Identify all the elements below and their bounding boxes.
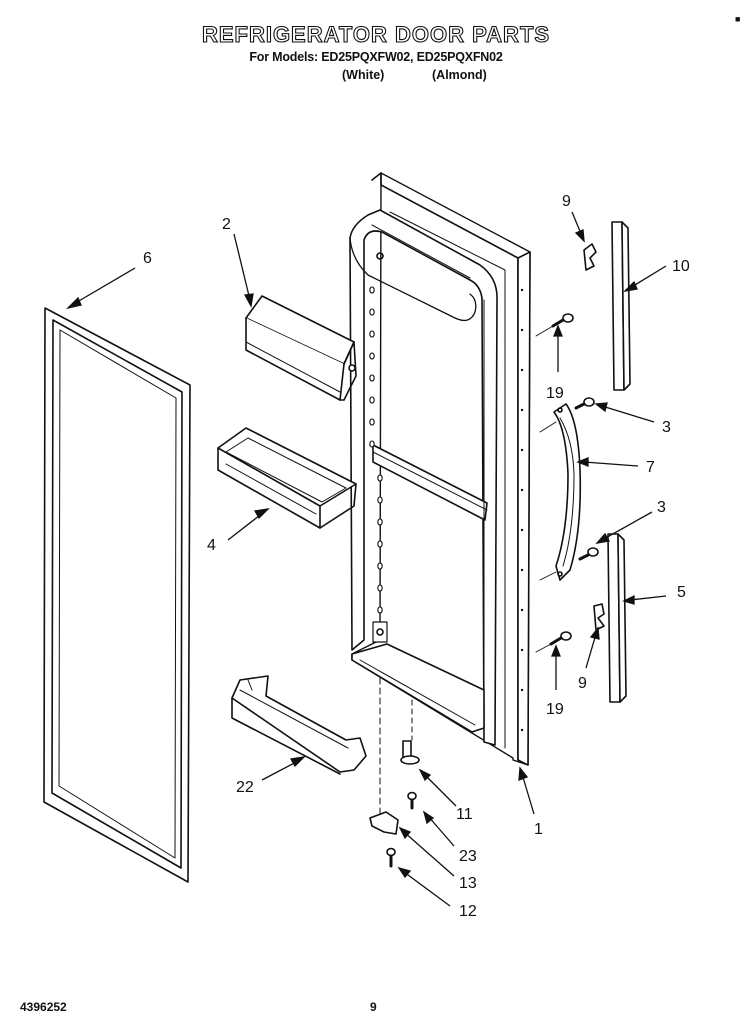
screw-3-lower bbox=[578, 547, 599, 561]
part-hinge-pin bbox=[400, 740, 420, 765]
part-trim-upper bbox=[611, 221, 631, 391]
callout-12: 12 bbox=[459, 903, 477, 920]
part-shelf-rail bbox=[231, 675, 367, 775]
callout-4: 4 bbox=[207, 537, 216, 554]
screw-19-upper bbox=[551, 313, 574, 328]
callout-5: 5 bbox=[677, 584, 686, 601]
callout-22: 22 bbox=[236, 779, 254, 796]
screw-19-lower bbox=[549, 631, 572, 646]
callout-3-lower: 3 bbox=[657, 499, 666, 516]
callout-6: 6 bbox=[143, 250, 152, 267]
registration-mark: ■ bbox=[735, 14, 741, 24]
callout-19-upper: 19 bbox=[546, 385, 564, 402]
callout-10: 10 bbox=[672, 258, 690, 275]
variant-label-white: (White) bbox=[342, 68, 385, 82]
callout-23: 23 bbox=[459, 848, 477, 865]
part-trim-clip-upper bbox=[583, 243, 597, 271]
part-screw-12 bbox=[386, 847, 396, 868]
model-numbers: For Models: ED25PQXFW02, ED25PQXFN02 bbox=[249, 50, 503, 64]
document-number: 4396252 bbox=[20, 1000, 67, 1014]
callout-9-lower: 9 bbox=[578, 675, 587, 692]
callout-19-lower: 19 bbox=[546, 701, 564, 718]
callout-3-upper: 3 bbox=[662, 419, 671, 436]
callout-1: 1 bbox=[534, 821, 543, 838]
callout-9-upper: 9 bbox=[562, 193, 571, 210]
part-hinge-bracket bbox=[369, 811, 399, 835]
page-number: 9 bbox=[370, 1000, 377, 1014]
liner-mounting-holes bbox=[369, 286, 383, 614]
reference-lines bbox=[535, 325, 557, 653]
callout-2: 2 bbox=[222, 216, 231, 233]
callout-11: 11 bbox=[456, 806, 473, 823]
part-door-liner bbox=[349, 172, 531, 816]
part-door-bin bbox=[217, 427, 357, 529]
door-edge-dots bbox=[520, 288, 524, 732]
callout-7: 7 bbox=[646, 459, 655, 476]
callout-labels: 6 2 4 22 9 10 19 3 7 3 5 9 19 11 1 23 13… bbox=[143, 193, 690, 920]
screw-3-upper bbox=[574, 397, 595, 410]
callout-13: 13 bbox=[459, 875, 477, 892]
part-dairy-compartment bbox=[245, 295, 357, 401]
part-trim-clip-lower bbox=[593, 603, 605, 631]
diagram-title: REFRIGERATOR DOOR PARTS bbox=[201, 21, 551, 47]
leader-arrows bbox=[65, 211, 667, 907]
part-trim-lower bbox=[607, 533, 627, 703]
part-door-gasket bbox=[43, 307, 191, 883]
variant-label-almond: (Almond) bbox=[432, 68, 487, 82]
part-door-handle bbox=[553, 403, 582, 581]
part-screw-23 bbox=[407, 791, 417, 810]
